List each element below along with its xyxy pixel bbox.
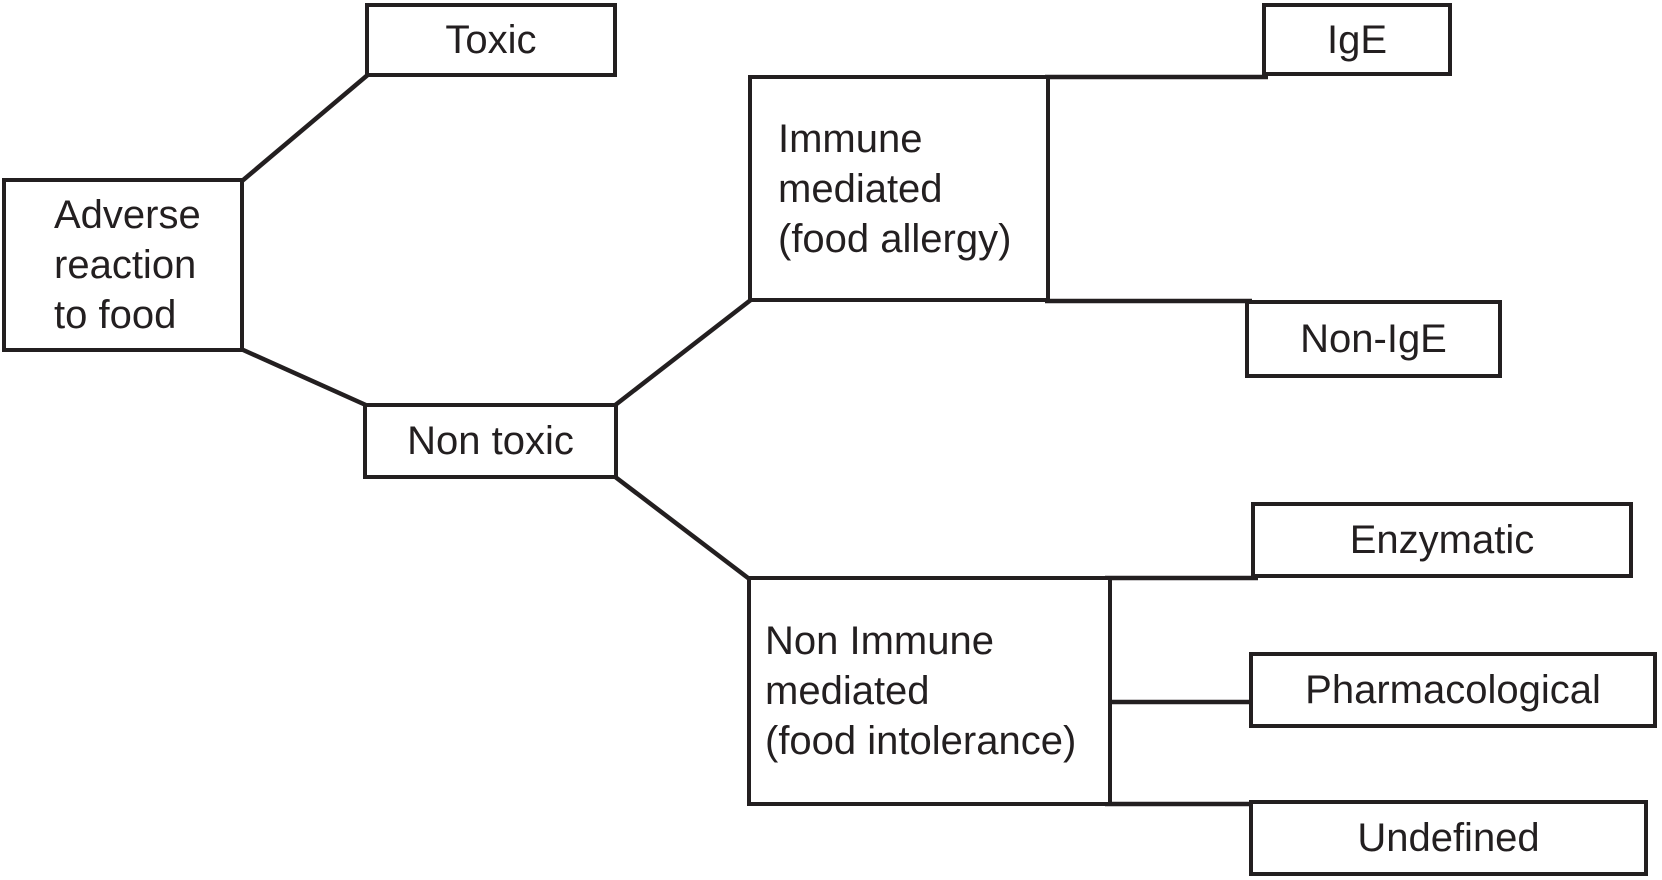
node-pharmacological: Pharmacological [1249, 652, 1657, 728]
node-adverse-reaction-to-food: Adverse reaction to food [2, 178, 244, 352]
node-toxic: Toxic [365, 3, 617, 77]
node-non-immune-mediated-food-intolerance: Non Immune mediated (food intolerance) [747, 576, 1112, 806]
node-label-line: Non Immune [765, 619, 994, 663]
node-label-line: (food allergy) [778, 216, 1012, 261]
node-undefined: Undefined [1249, 800, 1648, 876]
node-label: Non toxic [407, 419, 574, 463]
node-non-toxic: Non toxic [363, 403, 618, 479]
node-label-line: (food intolerance) [765, 719, 1077, 763]
node-label-line: mediated [778, 166, 943, 211]
node-non-ige: Non-IgE [1245, 300, 1502, 378]
node-label: Toxic [445, 18, 537, 62]
edge-adverse-to-non_toxic [240, 346, 369, 409]
node-label-line: reaction [54, 243, 197, 287]
node-ige: IgE [1262, 3, 1452, 76]
node-enzymatic: Enzymatic [1251, 502, 1633, 578]
node-label: Undefined [1357, 816, 1540, 860]
node-label: Pharmacological [1305, 668, 1601, 712]
node-immune-mediated-food-allergy: Immune mediated (food allergy) [748, 75, 1050, 302]
node-label: Non-IgE [1300, 317, 1447, 361]
edge-non_toxic-to-non_immune [612, 474, 754, 583]
node-label-line: to food [54, 293, 177, 337]
node-label: IgE [1326, 17, 1388, 62]
node-label-line: Adverse [54, 193, 201, 237]
node-label-line: mediated [765, 669, 930, 713]
edge-adverse-to-toxic [240, 71, 372, 183]
node-label: Enzymatic [1349, 518, 1535, 562]
node-label-line: Immune [778, 116, 923, 161]
edge-non_toxic-to-immune [612, 297, 754, 408]
